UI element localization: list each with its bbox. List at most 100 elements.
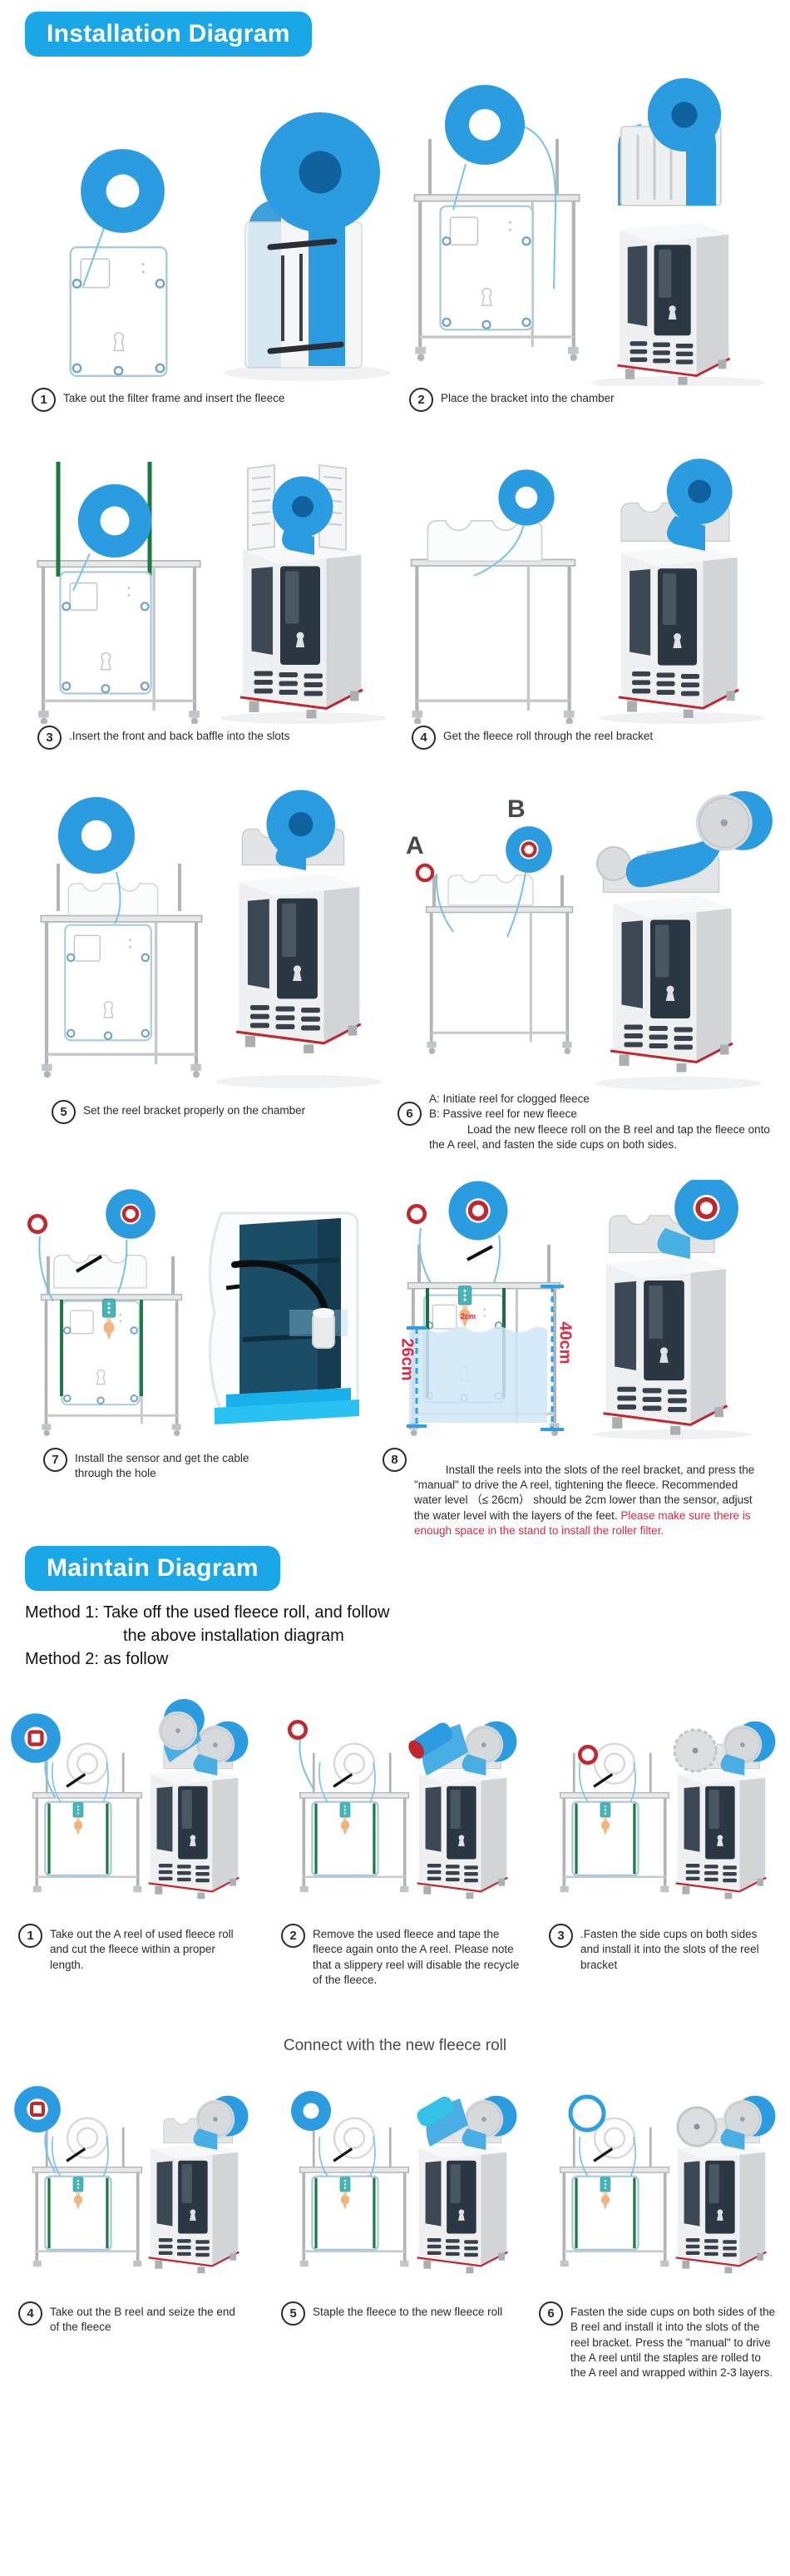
maintain-diagram-title: Maintain Diagram [25,1546,280,1591]
step-number: 4 [18,2301,42,2326]
step-text: .Fasten the side cups on both sides and … [580,1928,759,1971]
installation-diagram-title: Installation Diagram [25,12,312,57]
method-1-line2: the above installation diagram [123,1627,344,1645]
install-step6-caption: 6 A: Initiate reel for clogged fleece B:… [397,1088,770,1152]
maintain-step1-illustration [7,1699,254,1917]
step-text: Set the reel bracket properly on the cha… [83,1104,306,1117]
install-step4-caption: 4 Get the fleece roll through the reel b… [412,726,769,750]
step-number: 2 [281,1924,305,1948]
maintain-step2-illustration [270,1699,524,1917]
filter-frame-render [225,112,391,381]
step-text: Install the reels into the slots of the … [414,1459,767,1539]
step-text: A: Initiate reel for clogged fleece B: P… [429,1088,770,1152]
fasten-b-reel-drawing [532,2073,782,2291]
fleece-roll-icon [647,77,722,152]
chamber-render [676,2090,779,2274]
maintain-step6-caption: 6 Fasten the side cups on both sides of … [539,2301,780,2381]
install-step8-caption: 8 Install the reels into the slots of th… [383,1448,767,1550]
maintain-step6-illustration [532,2073,782,2291]
stand-schematic [412,469,575,724]
step-number: 6 [397,1102,422,1126]
step5-illustration [33,789,383,1090]
step-text: Get the fleece roll through the reel bra… [443,730,654,742]
chamber-render [149,2090,252,2274]
install-step3-caption: 3 .Insert the front and back baffle into… [37,726,387,750]
chamber-render [590,77,765,386]
step-number: 8 [383,1448,407,1472]
reel-a-icon [417,865,432,880]
reel-a-icon [580,1746,596,1763]
reel-a-icon [289,1721,306,1738]
step3-illustration [25,453,391,724]
installation-diagram-badge: Installation Diagram [25,12,312,57]
connect-heading: Connect with the new fleece roll [283,2037,507,2054]
reel-a-definition: A: Initiate reel for clogged fleece [429,1092,590,1105]
water-level-26cm-label: 26cm [397,1338,417,1381]
step6-illustration: A B [399,782,773,1092]
chamber-render [595,782,773,1090]
reel-schematic [417,826,572,1054]
sensor-schematic [29,1189,181,1436]
filter-frame-schematic [69,149,168,378]
reel-a-label: A [406,832,424,859]
method-2: Method 2: as follow [25,1650,169,1668]
step2-illustration [403,77,769,386]
fleece-roll-icon [81,149,165,233]
step8-illustration: 26cm 40cm 2cm [381,1180,772,1439]
step8-text-black: Install the reels into the slots of the … [414,1463,755,1522]
maintain-diagram-badge: Maintain Diagram [25,1546,280,1591]
reel-b-roll-icon [106,1189,156,1239]
maintain-step4-illustration [7,2073,254,2291]
b-reel-highlight-ring [568,2094,606,2133]
step-number: 4 [412,726,436,750]
stand-schematic [37,462,200,724]
b-reel-roll-icon [14,2086,61,2133]
install-step1-caption: 1 Take out the filter frame and insert t… [32,388,389,412]
chamber-render [220,463,387,724]
install-step2-caption: 2 Place the bracket into the chamber [409,388,758,412]
reel-b-definition: B: Passive reel for new fleece [429,1107,577,1121]
step-number: 1 [32,388,56,412]
fleece-roll-icon [291,2091,331,2131]
step-number: 6 [539,2301,563,2326]
staple-fleece-drawing [291,2073,524,2291]
method-1-line1: Method 1: Take off the used fleece roll,… [25,1603,390,1622]
chamber-cutaway-render [209,1211,359,1424]
baffle-slots-drawing [25,462,387,724]
chamber-render [417,2090,521,2274]
step1-illustration [33,77,391,386]
reel-b-roll-icon [506,826,552,873]
fleece-roll-icon [260,112,380,232]
water-fill [409,1326,547,1423]
stand-schematic [414,85,579,361]
maintain-step3-illustration [532,1699,782,1917]
reel-a-icon [408,1206,425,1222]
chamber-render [146,1699,252,1899]
maintain-step3-caption: 3 .Fasten the side cups on both sides an… [549,1924,772,1973]
water-level-measure-lines [407,1285,564,1431]
step-text: Fasten the side cups on both sides of th… [570,2306,776,2380]
step-number: 3 [549,1924,573,1948]
reel-bracket-on-chamber-drawing [33,789,383,1088]
step-text: .Insert the front and back baffle into t… [69,730,290,742]
maintain-step4-caption: 4 Take out the B reel and seize the end … [18,2301,241,2336]
filter-frame-fleece-drawing [69,112,391,381]
step-text: Take out the filter frame and insert the… [63,392,285,404]
stand-schematic [41,796,201,1078]
sensor-body [312,1312,335,1349]
chamber-render [408,1716,521,1900]
a-reel-roll-icon [11,1713,61,1763]
step-number: 2 [409,388,433,412]
step-number: 5 [281,2301,305,2326]
maintain-step2-caption: 2 Remove the used fleece and tape the fl… [281,1924,524,1988]
step-text: Take out the A reel of used fleece roll … [50,1928,234,1971]
step-number: 1 [18,1924,42,1948]
chamber-render [599,453,765,724]
step-text: Take out the B reel and seize the end of… [50,2306,235,2334]
reel-a-b-drawing [399,782,773,1090]
maintain-step5-caption: 5 Staple the fleece to the new fleece ro… [281,2301,510,2326]
sensor-gap-2cm-label: 2cm [461,1312,476,1320]
step-number: 3 [37,726,62,750]
maintain-step5-illustration [270,2073,524,2291]
install-step7-caption: 7 Install the sensor and get the cable t… [43,1448,318,1482]
